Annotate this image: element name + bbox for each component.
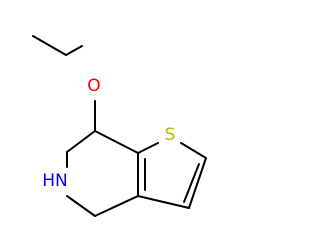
bond-c7-c7a <box>94 130 139 154</box>
oxygen-atom-label: O <box>87 76 100 96</box>
bond-ethyl-ch2-o <box>65 45 83 56</box>
bond-s-c2 <box>180 142 207 159</box>
bond-c4-c3a <box>94 195 139 217</box>
bond-c7-c6 <box>66 130 96 153</box>
bond-c7a-s <box>137 142 159 154</box>
bond-n-c4 <box>66 195 96 217</box>
bond-c2-c3 <box>188 157 207 209</box>
bond-ethyl-ch3-ch2 <box>32 35 67 56</box>
bond-c3-c3a <box>137 195 190 209</box>
nitrogen-atom-label: HN <box>42 171 68 191</box>
bond-c2-c3-inner <box>183 163 200 203</box>
sulfur-atom-label: S <box>165 125 176 145</box>
molecule-structure: O S HN <box>32 35 207 217</box>
